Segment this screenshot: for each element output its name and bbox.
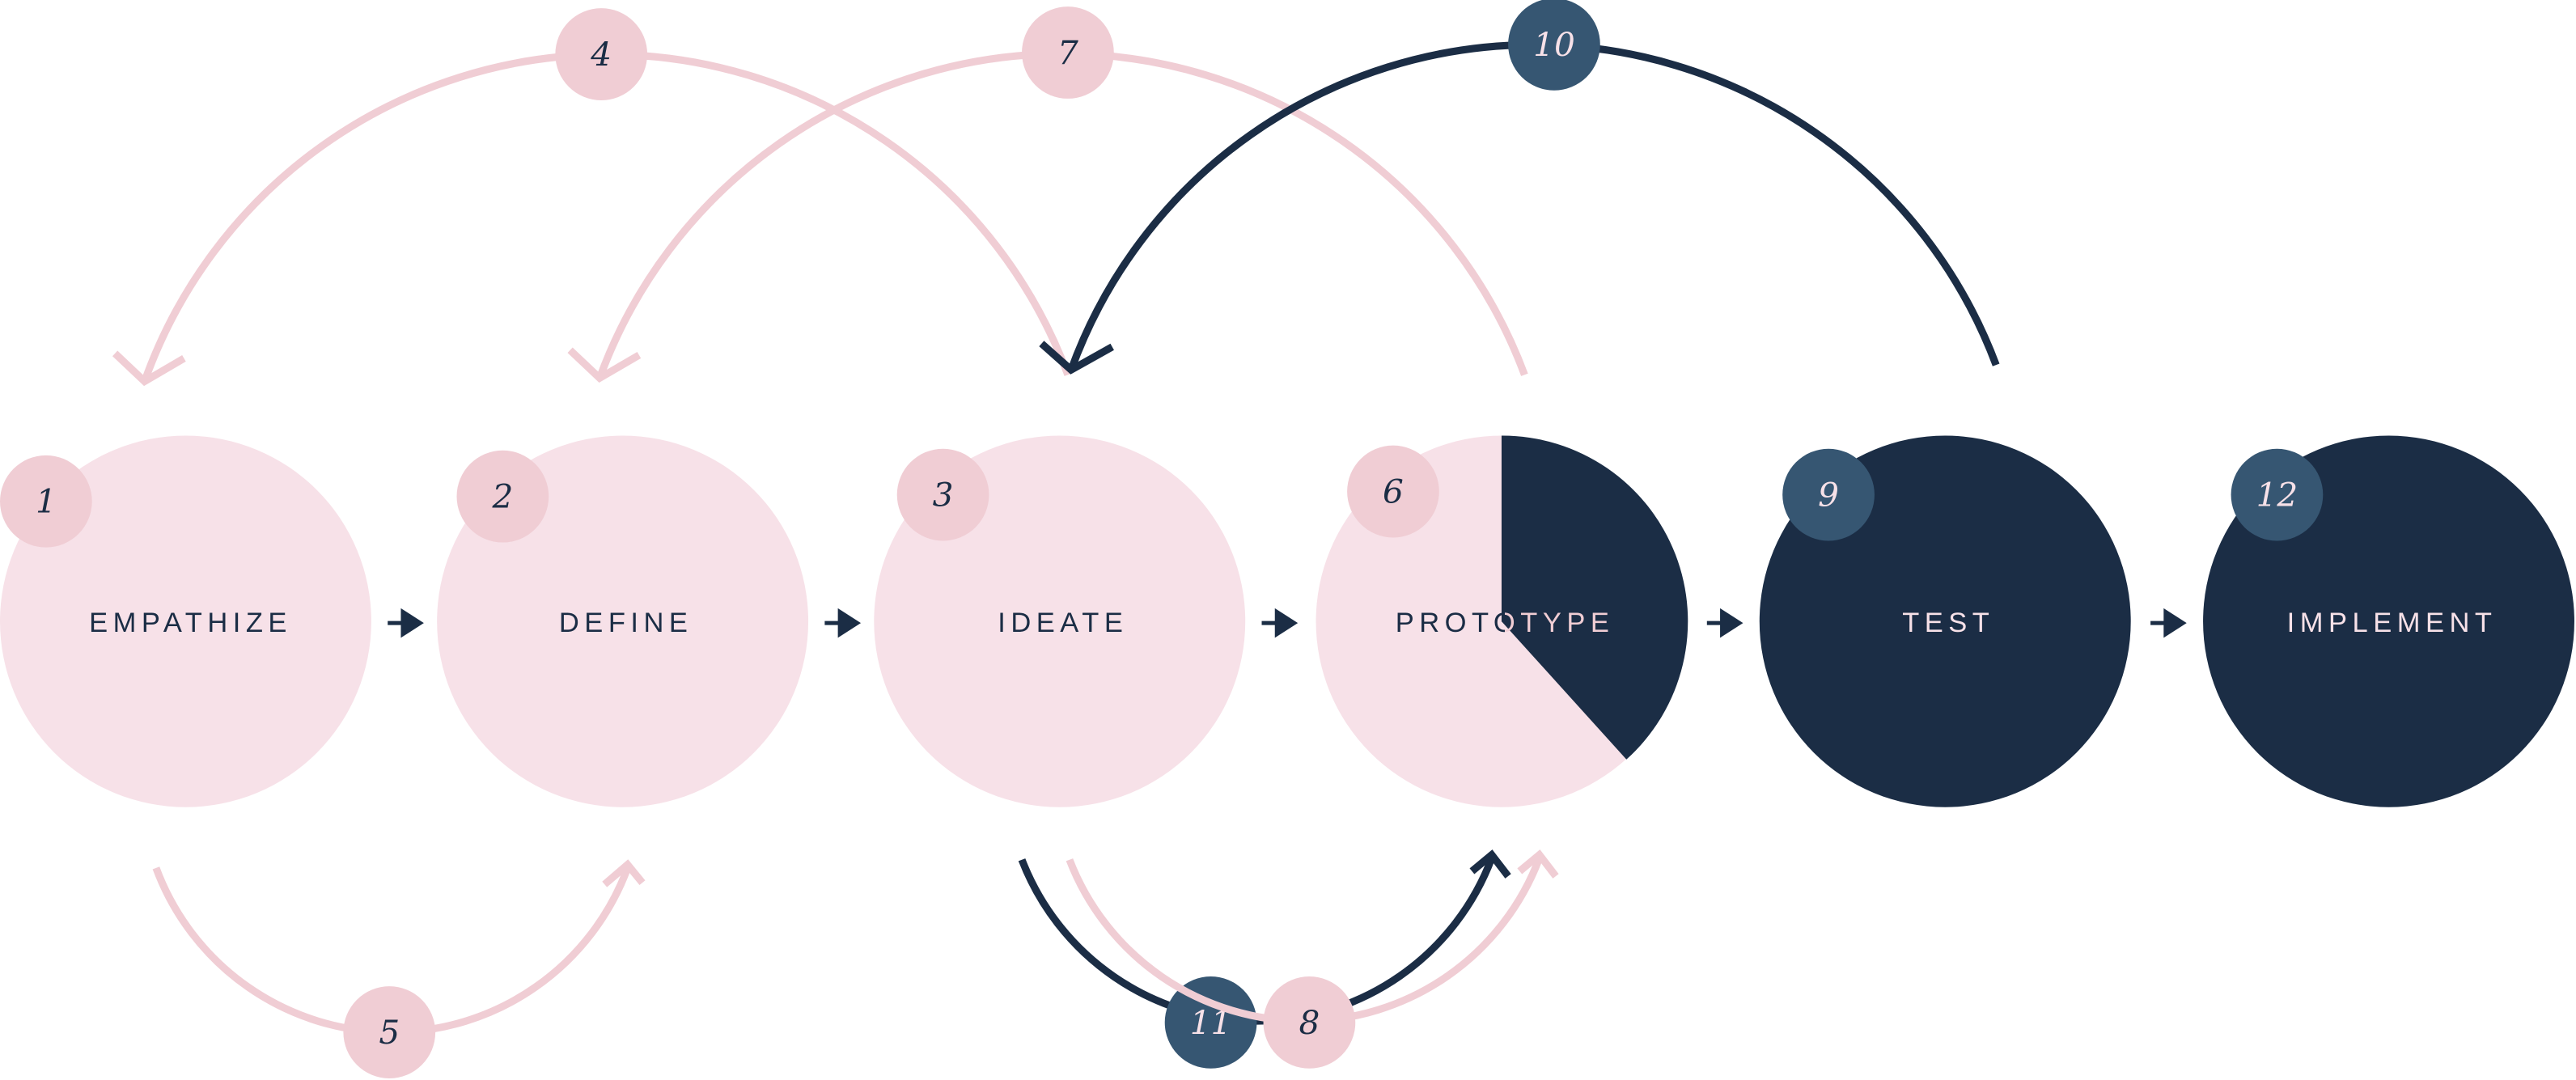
loop-4-number: 4: [590, 35, 612, 74]
stage-step-number: 12: [2256, 476, 2298, 515]
stage-empathize: EMPATHIZE 1: [0, 435, 371, 807]
stage-step-number: 6: [1383, 472, 1404, 511]
loop-4-badge: 4: [555, 8, 648, 100]
loop-10-badge: 10: [1508, 0, 1600, 91]
stage-label: DEFINE: [559, 608, 693, 638]
loop-10-arc: [1039, 40, 2000, 375]
loop-11-arc: [1018, 849, 1511, 1025]
stage-step-number: 1: [36, 482, 57, 521]
stage-ideate: IDEATE 3: [874, 435, 1246, 807]
flow-arrow-icon: [2150, 608, 2187, 638]
loop-8-badge: 8: [1263, 976, 1356, 1069]
arrowhead-icon: [1517, 849, 1559, 879]
arrowhead-icon: [602, 859, 646, 887]
arrowhead-icon: [112, 350, 186, 387]
loop-5-badge: 5: [343, 986, 436, 1078]
stage-label: PROTOTYPE: [1396, 608, 1615, 638]
stage-label: EMPATHIZE: [89, 608, 292, 638]
arrowhead-icon: [1469, 849, 1511, 879]
stage-step-number: 2: [491, 477, 513, 516]
loop-4-arc: [112, 50, 1072, 387]
loop-5-number: 5: [379, 1013, 400, 1052]
flow-arrow-icon: [1261, 608, 1299, 638]
prototype-progress-sector: [1501, 435, 1688, 760]
loop-8-number: 8: [1299, 1003, 1320, 1042]
stage-step-number: 3: [933, 476, 954, 515]
stage-define: DEFINE 2: [437, 435, 809, 807]
arrowhead-icon: [567, 347, 642, 383]
flow-arrow-icon: [388, 608, 424, 638]
stage-test: TEST 9: [1759, 435, 2131, 807]
arrowhead-icon: [1039, 341, 1114, 375]
loop-7-number: 7: [1057, 33, 1078, 72]
stage-label: IDEATE: [998, 608, 1128, 638]
flow-arrow-icon: [1706, 608, 1743, 638]
stage-label: IMPLEMENT: [2287, 608, 2498, 638]
loop-11-badge: 11: [1164, 976, 1257, 1069]
loop-10-number: 10: [1533, 25, 1575, 64]
stage-step-number: 9: [1818, 476, 1839, 515]
stage-prototype: PROTOTYPE 6: [1316, 435, 1688, 807]
flow-arrow-icon: [824, 608, 862, 638]
stage-implement: IMPLEMENT 12: [2203, 435, 2574, 807]
loop-7-badge: 7: [1022, 6, 1114, 99]
stage-label: TEST: [1902, 608, 1994, 638]
